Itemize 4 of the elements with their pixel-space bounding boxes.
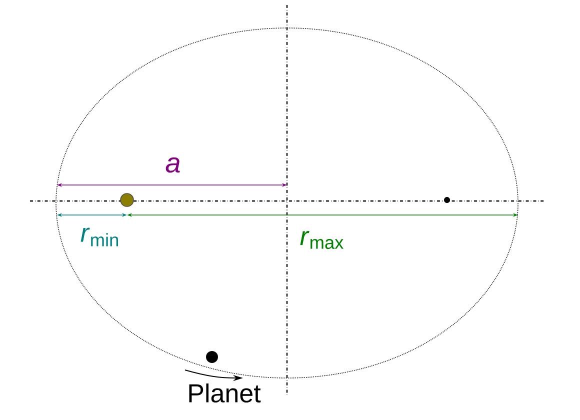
label: a bbox=[166, 157, 180, 173]
label: Planet bbox=[189, 383, 261, 403]
label: r$_{max}$ bbox=[300, 231, 344, 249]
label: r$_{min}$ bbox=[80, 228, 118, 246]
